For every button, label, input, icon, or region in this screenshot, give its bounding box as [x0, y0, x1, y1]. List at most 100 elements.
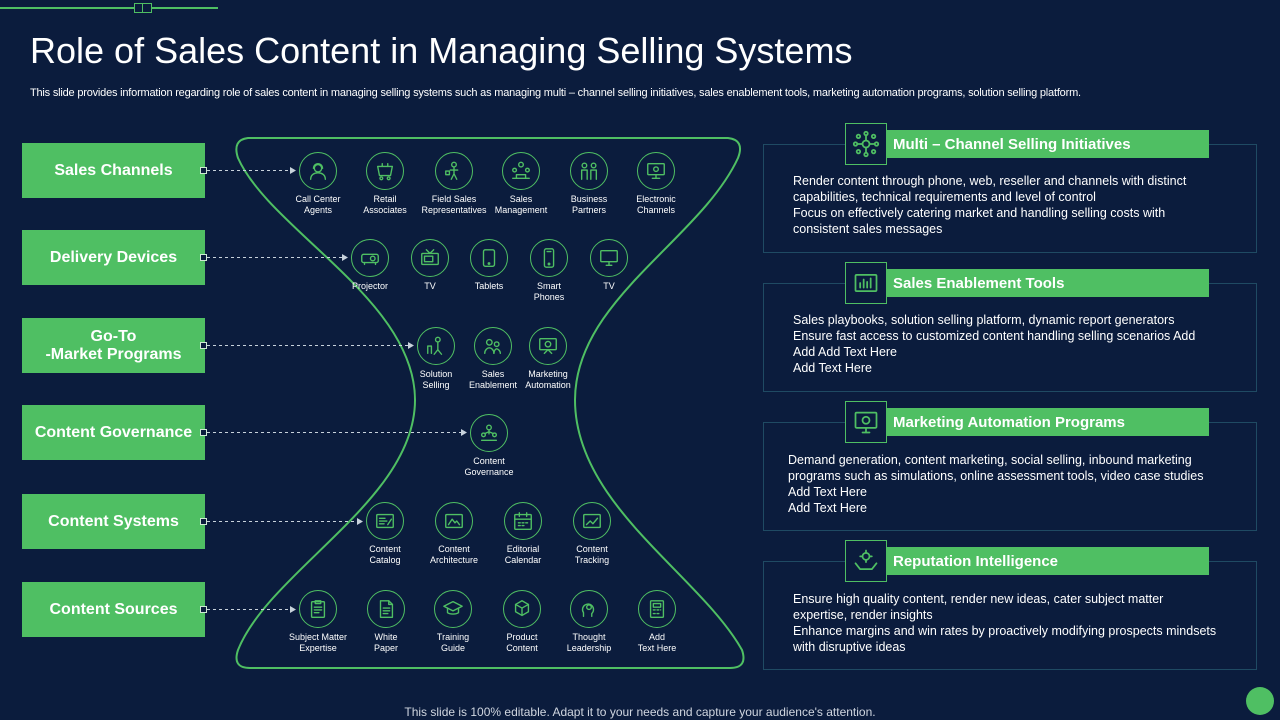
connector-arrow: [357, 518, 363, 525]
node-label: Business Partners: [570, 194, 608, 215]
enablement-icon: [474, 327, 512, 365]
tablet-icon: [470, 239, 508, 277]
product-icon: [503, 590, 541, 628]
node-label: Content Architecture: [429, 544, 479, 565]
page-title: Role of Sales Content in Managing Sellin…: [30, 30, 853, 71]
automation-icon: [529, 327, 567, 365]
connector-lines: [207, 167, 467, 613]
node-label: Solution Selling: [419, 369, 453, 390]
agent-icon: [299, 152, 337, 190]
node-label: Subject Matter Expertise: [288, 632, 348, 653]
node-item: Training Guide: [408, 590, 498, 654]
node-item: Add Text Here: [612, 590, 702, 654]
node-label: Call Center Agents: [295, 194, 341, 215]
node-label: Field Sales Representatives: [421, 194, 487, 215]
node-item: Retail Associates: [340, 152, 430, 216]
panel-line: Enhance margins and win rates by proacti…: [793, 624, 1217, 638]
connector-dot: [200, 166, 207, 174]
node-item: Sales Enablement: [448, 327, 538, 391]
category-6: Content Sources: [22, 582, 205, 637]
field-sales-icon: [435, 152, 473, 190]
panel-line: with disruptive ideas: [793, 640, 906, 654]
panel-line: programs such as simulations, online ass…: [788, 469, 1204, 483]
node-item: Call Center Agents: [273, 152, 363, 216]
node-item: Field Sales Representatives: [409, 152, 499, 216]
node-label: Content Governance: [464, 456, 514, 477]
node-label: Content Tracking: [574, 544, 610, 565]
node-label: Projector: [351, 281, 388, 291]
category-2: Delivery Devices: [22, 230, 205, 285]
connector-dot: [200, 428, 207, 436]
panel-line: Render content through phone, web, resel…: [793, 174, 1187, 188]
panel-line: Ensure fast access to customized content…: [793, 329, 1196, 343]
retail-icon: [366, 152, 404, 190]
panel-line: Add Add Text Here: [793, 345, 898, 359]
catalog-icon: [366, 502, 404, 540]
node-item: Editorial Calendar: [478, 502, 568, 566]
node-item: Content Tracking: [547, 502, 637, 566]
network-icon: [845, 123, 887, 165]
partners-icon: [570, 152, 608, 190]
solution-icon: [417, 327, 455, 365]
node-label: White Paper: [373, 632, 399, 653]
node-item: Sales Management: [476, 152, 566, 216]
calendar-icon: [504, 502, 542, 540]
connector-dot: [200, 605, 207, 613]
category-label: Content Governance: [34, 423, 193, 441]
panel-heading: Sales Enablement Tools: [886, 269, 1209, 297]
node-label: Marketing Automation: [525, 369, 571, 390]
panel-body: Sales playbooks, solution selling platfo…: [793, 312, 1253, 376]
node-item: Subject Matter Expertise: [273, 590, 363, 654]
node-item: Marketing Automation: [503, 327, 593, 391]
node-item: Solution Selling: [391, 327, 481, 391]
connector-dot: [200, 341, 207, 349]
category-label: Content Systems: [48, 512, 179, 530]
panel-line: Demand generation, content marketing, so…: [788, 453, 1192, 467]
node-label: Editorial Calendar: [504, 544, 542, 565]
connector-dot: [200, 517, 207, 525]
node-label: Sales Enablement: [468, 369, 518, 390]
panel-line: Add Text Here: [788, 501, 867, 515]
category-3: Go-To -Market Programs: [22, 318, 205, 373]
settings-screen-icon: [845, 401, 887, 443]
connector-dot: [200, 253, 207, 261]
top-decoration-line: [0, 7, 218, 9]
category-label: Go-To -Market Programs: [45, 327, 182, 363]
projector-icon: [351, 239, 389, 277]
electronic-icon: [637, 152, 675, 190]
node-item: Content Architecture: [409, 502, 499, 566]
graduation-icon: [434, 590, 472, 628]
category-label: Content Sources: [49, 600, 178, 618]
node-item: Content Governance: [444, 414, 534, 478]
calculator-icon: [638, 590, 676, 628]
panel-line: capabilities, technical requirements and…: [793, 190, 1096, 204]
category-label: Sales Channels: [54, 161, 173, 179]
panel-heading: Marketing Automation Programs: [886, 408, 1209, 436]
tv-icon: [411, 239, 449, 277]
panel-body: Demand generation, content marketing, so…: [788, 452, 1248, 516]
panel-line: expertise, render insights: [793, 608, 933, 622]
node-item: Tablets: [444, 239, 534, 292]
footer-note: This slide is 100% editable. Adapt it to…: [404, 705, 876, 719]
panel-line: Focus on effectively catering market and…: [793, 206, 1166, 220]
node-label: Tablets: [474, 281, 504, 291]
hands-gear-icon: [845, 540, 887, 582]
node-item: TV: [385, 239, 475, 292]
node-item: Thought Leadership: [544, 590, 634, 654]
connector-arrow: [290, 167, 296, 174]
monitor-icon: [590, 239, 628, 277]
clipboard-icon: [299, 590, 337, 628]
panel-heading: Reputation Intelligence: [886, 547, 1209, 575]
node-item: Business Partners: [544, 152, 634, 216]
node-label: Training Guide: [436, 632, 470, 653]
panel-line: Ensure high quality content, render new …: [793, 592, 1164, 606]
panel-line: consistent sales messages: [793, 222, 943, 236]
node-item: Product Content: [477, 590, 567, 654]
governance-icon: [470, 414, 508, 452]
panel-line: Sales playbooks, solution selling platfo…: [793, 313, 1175, 327]
top-decoration-box: [134, 3, 152, 13]
node-label: Content Catalog: [369, 544, 401, 565]
thought-icon: [570, 590, 608, 628]
panel-heading: Multi – Channel Selling Initiatives: [886, 130, 1209, 158]
